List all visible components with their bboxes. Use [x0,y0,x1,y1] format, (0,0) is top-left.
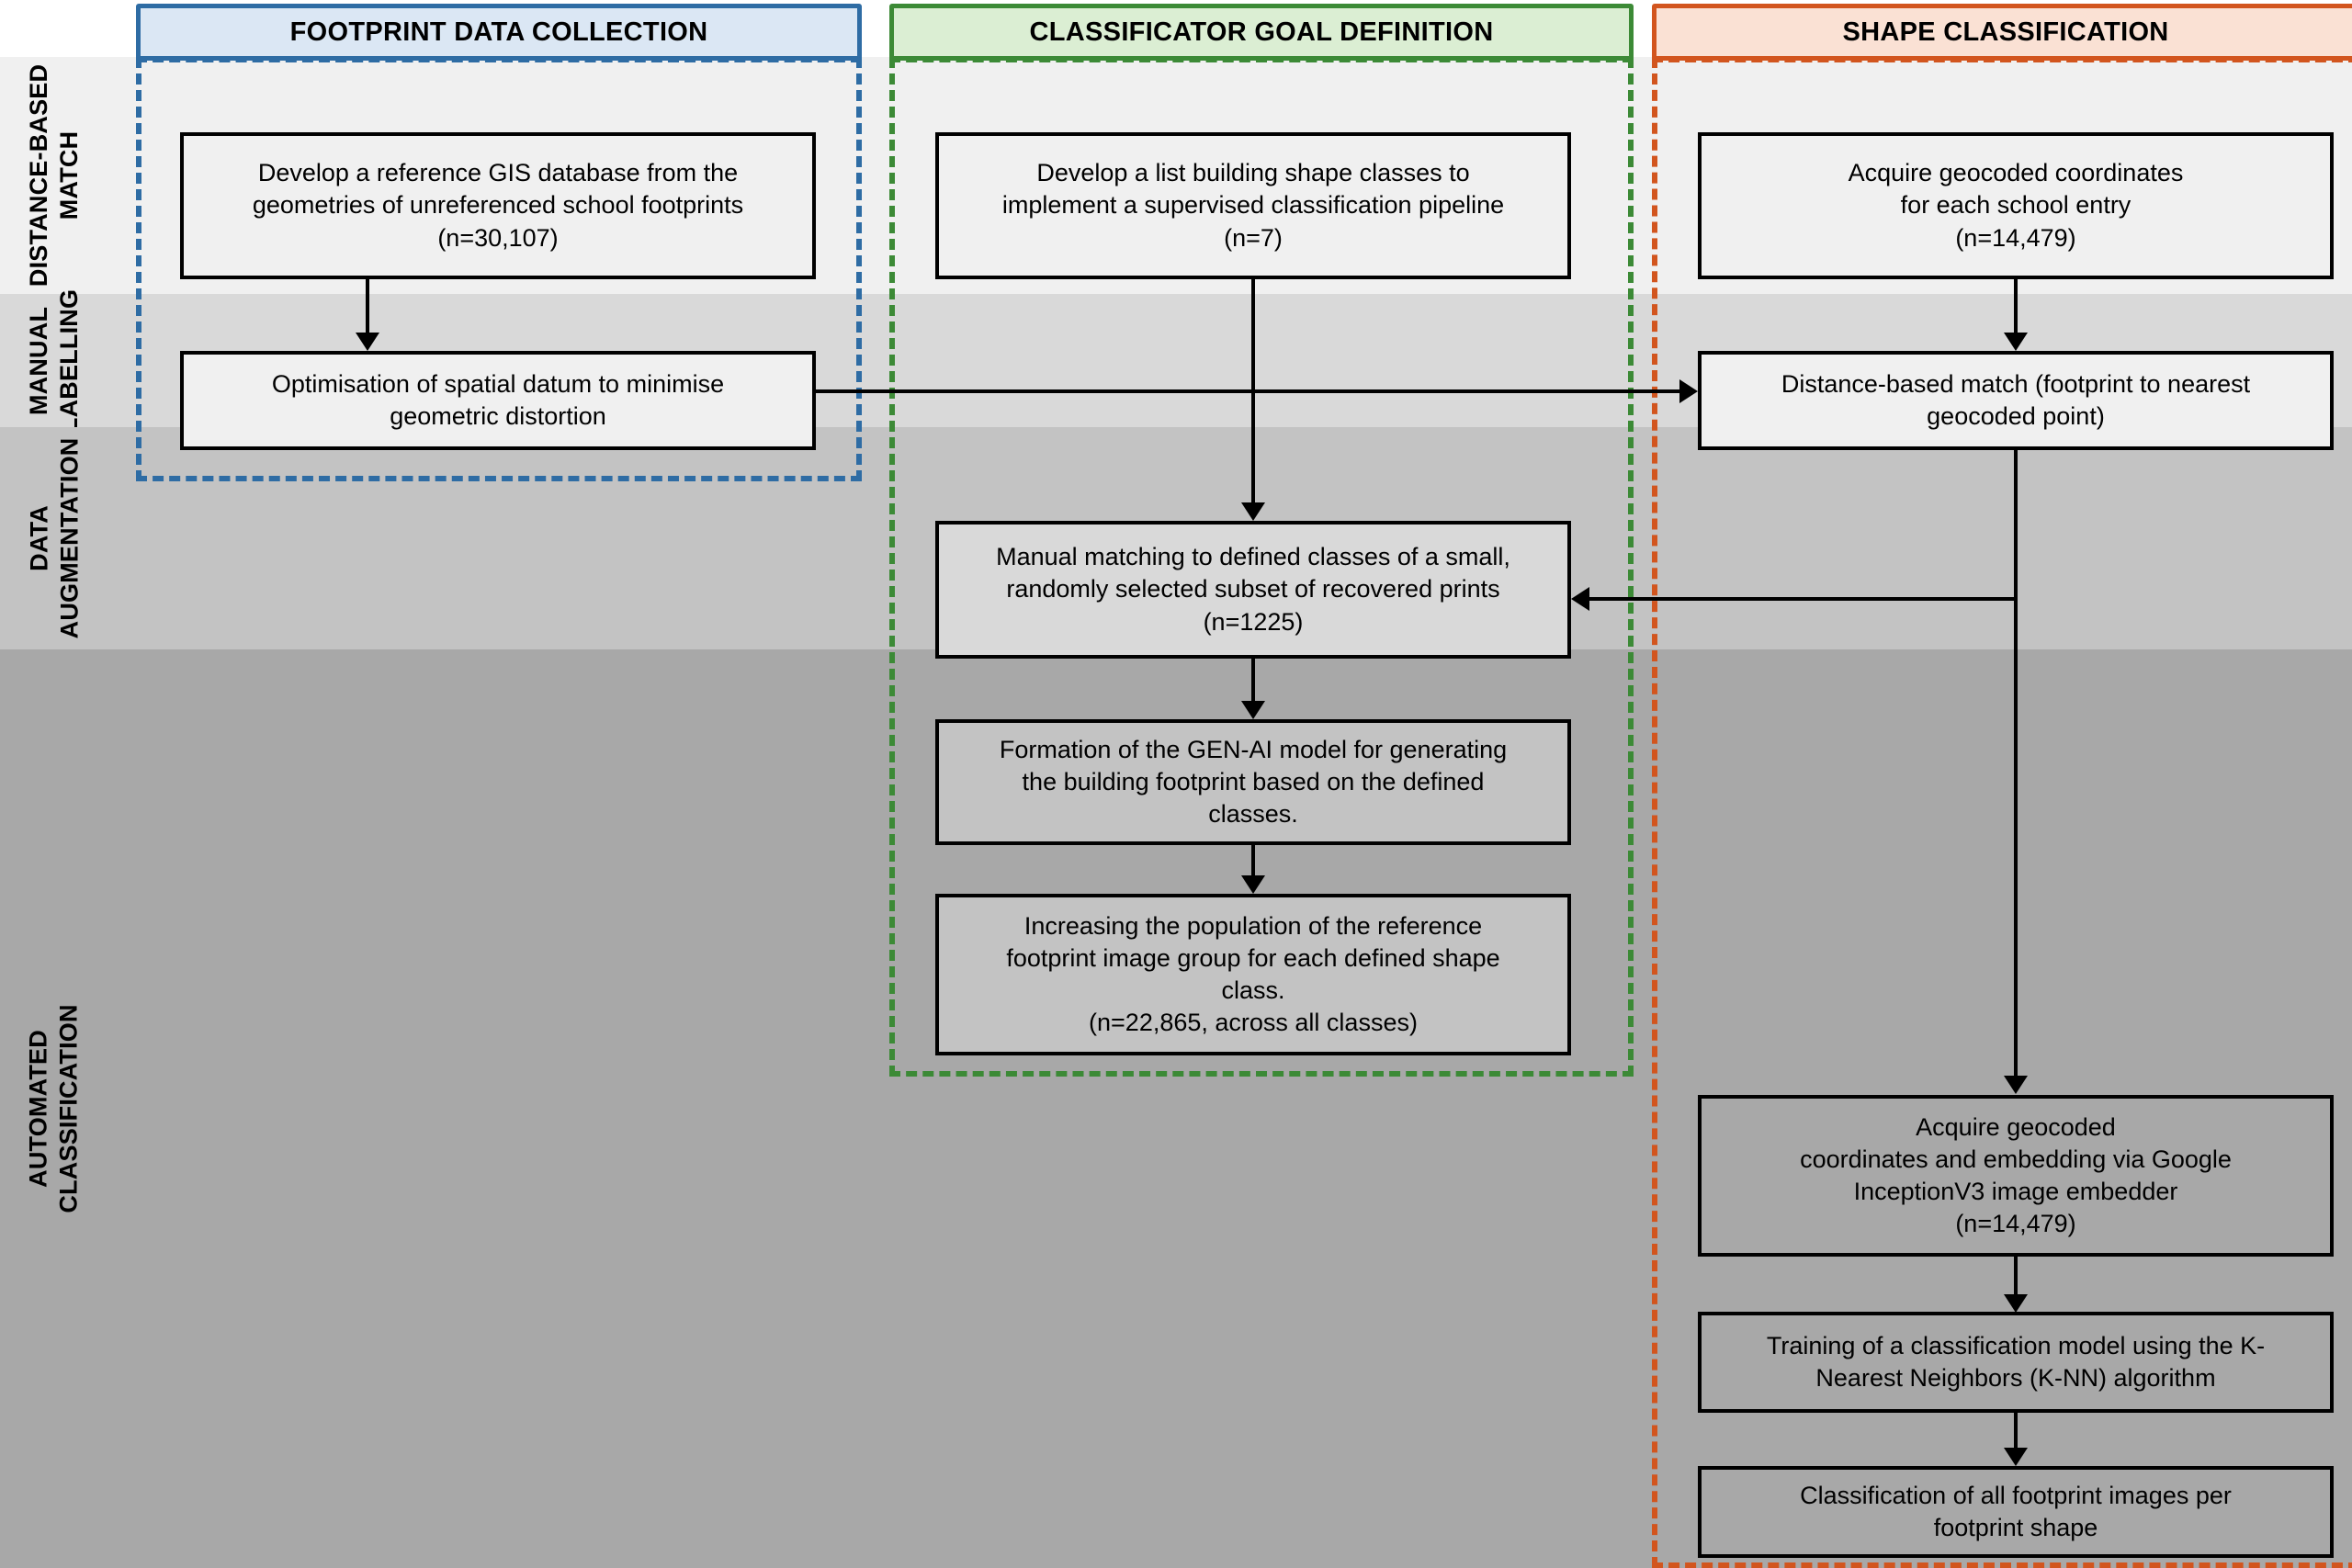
node-distance-based-match[interactable]: Distance-based match (footprint to neare… [1698,351,2334,450]
band-label-text: AUTOMATED CLASSIFICATION [25,1004,84,1213]
connector-optimisation-to-distance-match [816,389,1679,393]
arrowhead-gis-to-optimisation [356,333,379,351]
band-label-distance-based-match: DISTANCE-BASED MATCH [0,57,108,294]
phase-header-shape-classification: SHAPE CLASSIFICATION [1652,4,2352,61]
phase-header-footprint-data-collection: FOOTPRINT DATA COLLECTION [136,4,862,61]
node-gen-ai-model-formation[interactable]: Formation of the GEN-AI model for genera… [935,719,1571,845]
connector-gen-ai-to-increase-population [1251,845,1255,877]
band-label-text: DISTANCE-BASED MATCH [25,63,83,288]
band-label-text: MANUAL LABELLING [25,288,84,433]
connector-knn-to-classification [2014,1413,2018,1450]
node-develop-gis-database[interactable]: Develop a reference GIS database from th… [180,132,816,279]
arrowhead-acquire-coords-to-distance-match [2004,333,2028,351]
band-label-data-augmentation: DATA AUGMENTATION [0,427,108,649]
connector-distance-match-to-embedding [2014,450,2018,1077]
arrowhead-knn-to-classification [2004,1448,2028,1466]
phase-header-classificator-goal-definition: CLASSIFICATOR GOAL DEFINITION [889,4,1634,61]
arrowhead-manual-matching-to-gen-ai [1241,701,1265,719]
node-train-knn-classifier[interactable]: Training of a classification model using… [1698,1312,2334,1413]
node-classify-all-footprints[interactable]: Classification of all footprint images p… [1698,1466,2334,1558]
connector-gis-to-optimisation [366,279,369,334]
connector-distance-match-to-manual-matching [1589,597,2016,601]
connector-acquire-coords-to-distance-match [2014,279,2018,334]
connector-shape-classes-to-manual-matching [1251,279,1255,504]
arrowhead-optimisation-to-distance-match [1679,379,1698,403]
node-manual-matching-subset[interactable]: Manual matching to defined classes of a … [935,521,1571,659]
connector-embedding-to-knn [2014,1257,2018,1296]
arrowhead-distance-match-to-embedding [2004,1076,2028,1094]
arrowhead-distance-match-to-manual-matching [1571,587,1589,611]
arrowhead-gen-ai-to-increase-population [1241,875,1265,894]
arrowhead-embedding-to-knn [2004,1294,2028,1313]
arrowhead-shape-classes-to-manual-matching [1241,502,1265,521]
node-optimisation-spatial-datum[interactable]: Optimisation of spatial datum to minimis… [180,351,816,450]
node-acquire-geocoded-coordinates[interactable]: Acquire geocoded coordinates for each sc… [1698,132,2334,279]
band-label-manual-labelling: MANUAL LABELLING [0,288,108,432]
connector-manual-matching-to-gen-ai [1251,659,1255,703]
node-acquire-embedding-inceptionv3[interactable]: Acquire geocoded coordinates and embeddi… [1698,1095,2334,1257]
node-develop-shape-class-list[interactable]: Develop a list building shape classes to… [935,132,1571,279]
node-increase-reference-population[interactable]: Increasing the population of the referen… [935,894,1571,1055]
band-label-automated-classification: AUTOMATED CLASSIFICATION [0,649,108,1568]
band-label-text: DATA AUGMENTATION [25,437,83,639]
